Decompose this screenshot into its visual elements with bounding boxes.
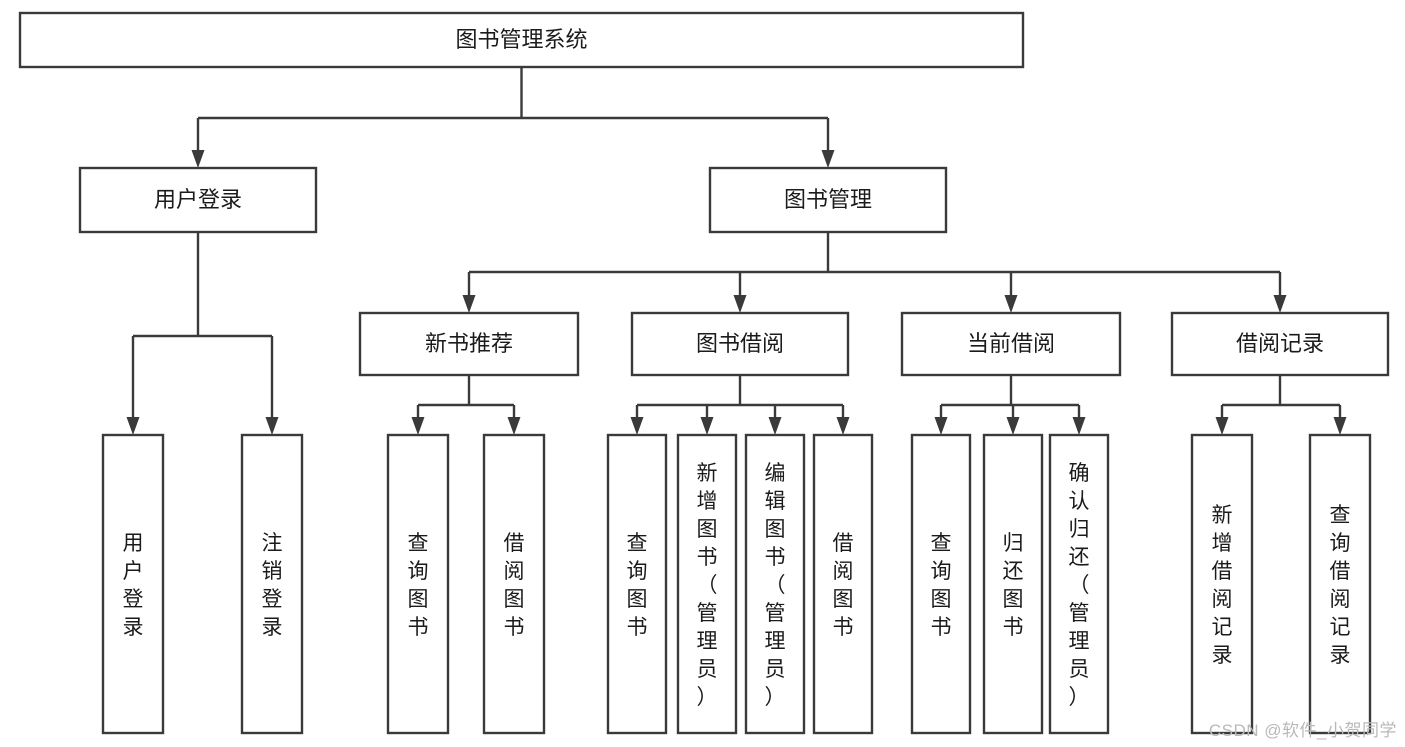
level3-node-3-box[interactable] [1170, 311, 1390, 377]
leaf-node-7-box[interactable] [812, 433, 874, 735]
level2-node-0-box[interactable] [78, 166, 318, 234]
level3-1-to-leaves-arrow-0 [630, 417, 644, 435]
root-node-book-management-system-box[interactable] [18, 11, 1025, 69]
leaf-node-4[interactable]: 查询图书 [606, 433, 668, 735]
connector-lines-group [126, 67, 1347, 435]
level3-1-to-leaves-arrow-2 [768, 417, 782, 435]
leaf-node-2-box[interactable] [386, 433, 450, 735]
level3-node-2[interactable]: 当前借阅 [900, 311, 1122, 377]
root-to-level2-arrow-1 [821, 150, 835, 168]
leaf-node-9[interactable]: 归还图书 [982, 433, 1044, 735]
leaf-node-0-box[interactable] [101, 433, 165, 735]
book-mgmt-to-level3-arrow-2 [1004, 295, 1018, 313]
level3-2-to-leaves-arrow-0 [934, 417, 948, 435]
level3-0-to-leaves-arrow-1 [507, 417, 521, 435]
book-mgmt-to-level3-arrow-1 [733, 295, 747, 313]
leaf-node-11-box[interactable] [1190, 433, 1254, 735]
level2-node-1[interactable]: 图书管理 [708, 166, 948, 234]
csdn-watermark: CSDN @软件_小贺同学 [1208, 721, 1397, 740]
leaf-node-6-box[interactable] [744, 433, 806, 735]
leaf-node-2-label: 查询图书 [408, 532, 429, 639]
leaf-node-2[interactable]: 查询图书 [386, 433, 450, 735]
leaf-node-10-label: 确认归还（管理员） [1069, 462, 1090, 709]
leaf-node-12[interactable]: 查询借阅记录 [1308, 433, 1372, 735]
level3-1-to-leaves-arrow-3 [836, 417, 850, 435]
level2-node-0[interactable]: 用户登录 [78, 166, 318, 234]
leaf-node-3[interactable]: 借阅图书 [482, 433, 546, 735]
level3-2-to-leaves-arrow-2 [1072, 417, 1086, 435]
leaf-node-10[interactable]: 确认归还（管理员） [1048, 433, 1110, 735]
level3-3-to-leaves-arrow-0 [1215, 417, 1229, 435]
root-node-book-management-system[interactable]: 图书管理系统 [18, 11, 1025, 69]
leaf-node-4-box[interactable] [606, 433, 668, 735]
level3-node-1-box[interactable] [630, 311, 850, 377]
leaf-node-3-box[interactable] [482, 433, 546, 735]
root-node-book-management-system-label: 图书管理系统 [455, 27, 587, 52]
level2-node-0-label: 用户登录 [154, 187, 242, 212]
leaf-node-7[interactable]: 借阅图书 [812, 433, 874, 735]
level3-node-3-label: 借阅记录 [1236, 331, 1324, 356]
level3-node-1-label: 图书借阅 [696, 331, 784, 356]
leaf-node-0-label: 用户登录 [123, 532, 144, 639]
level3-node-3[interactable]: 借阅记录 [1170, 311, 1390, 377]
level3-node-2-box[interactable] [900, 311, 1122, 377]
leaf-node-5-box[interactable] [676, 433, 738, 735]
level3-node-1[interactable]: 图书借阅 [630, 311, 850, 377]
leaf-node-8-box[interactable] [910, 433, 972, 735]
level3-node-2-label: 当前借阅 [967, 331, 1055, 356]
leaf-node-12-label: 查询借阅记录 [1330, 504, 1351, 667]
leaf-node-10-box[interactable] [1048, 433, 1110, 735]
leaf-node-5-label: 新增图书（管理员） [697, 462, 718, 709]
leaf-node-4-label: 查询图书 [627, 532, 648, 639]
level3-node-0-box[interactable] [358, 311, 580, 377]
user-login-to-leaves-arrow-0 [126, 417, 140, 435]
leaf-node-0[interactable]: 用户登录 [101, 433, 165, 735]
level3-3-to-leaves-arrow-1 [1333, 417, 1347, 435]
leaf-node-12-box[interactable] [1308, 433, 1372, 735]
leaf-node-11[interactable]: 新增借阅记录 [1190, 433, 1254, 735]
level2-node-1-box[interactable] [708, 166, 948, 234]
leaf-node-9-box[interactable] [982, 433, 1044, 735]
level2-node-1-label: 图书管理 [784, 187, 872, 212]
leaf-node-6[interactable]: 编辑图书（管理员） [744, 433, 806, 735]
leaf-node-11-label: 新增借阅记录 [1212, 504, 1233, 667]
root-to-level2-arrow-0 [191, 150, 205, 168]
leaf-node-9-label: 归还图书 [1003, 532, 1024, 639]
leaf-node-7-label: 借阅图书 [833, 532, 854, 639]
book-mgmt-to-level3-arrow-0 [462, 295, 476, 313]
level3-node-0[interactable]: 新书推荐 [358, 311, 580, 377]
level3-node-0-label: 新书推荐 [425, 331, 513, 356]
leaf-node-8[interactable]: 查询图书 [910, 433, 972, 735]
leaf-node-5[interactable]: 新增图书（管理员） [676, 433, 738, 735]
leaf-node-3-label: 借阅图书 [504, 532, 525, 639]
level3-0-to-leaves-arrow-0 [411, 417, 425, 435]
node-boxes-group: 图书管理系统用户登录图书管理新书推荐图书借阅当前借阅借阅记录用户登录注销登录查询… [18, 11, 1390, 735]
level3-1-to-leaves-arrow-1 [700, 417, 714, 435]
leaf-node-1-label: 注销登录 [262, 532, 283, 639]
leaf-node-1-box[interactable] [240, 433, 304, 735]
leaf-node-6-label: 编辑图书（管理员） [765, 462, 786, 709]
leaf-node-8-label: 查询图书 [931, 532, 952, 639]
level3-2-to-leaves-arrow-1 [1006, 417, 1020, 435]
book-mgmt-to-level3-arrow-3 [1273, 295, 1287, 313]
user-login-to-leaves-arrow-1 [265, 417, 279, 435]
leaf-node-1[interactable]: 注销登录 [240, 433, 304, 735]
